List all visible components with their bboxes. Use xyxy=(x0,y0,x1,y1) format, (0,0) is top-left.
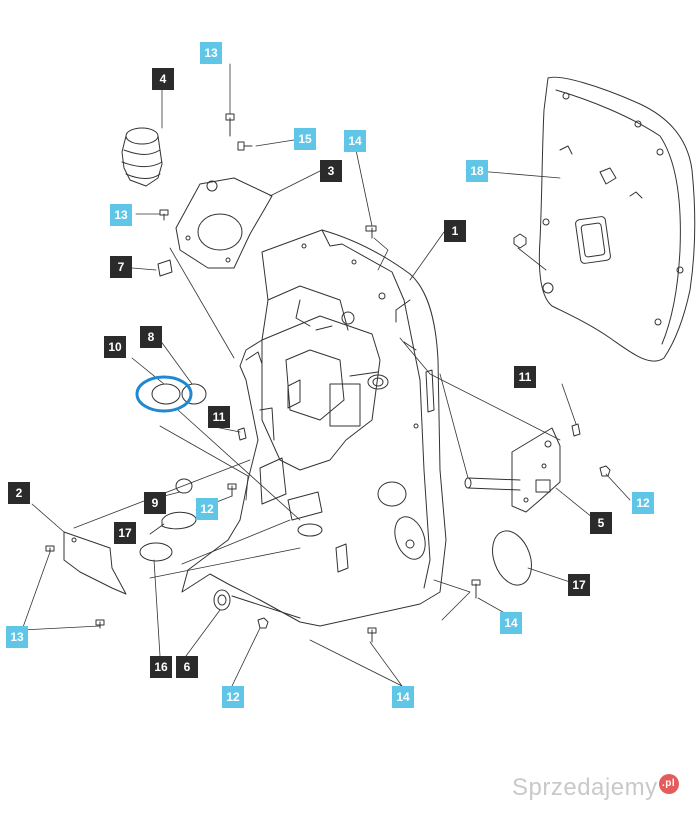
watermark: Sprzedajemy.pl xyxy=(512,774,679,802)
callout-3: 3 xyxy=(320,160,342,182)
callout-6: 6 xyxy=(176,656,198,678)
callout-15: 15 xyxy=(294,128,316,150)
callout-13-top: 13 xyxy=(200,42,222,64)
callout-11-right: 11 xyxy=(514,366,536,388)
nut-12-bottom xyxy=(257,617,269,629)
callout-2: 2 xyxy=(8,482,30,504)
part-6-grommet xyxy=(213,589,231,611)
part-3-upper-bracket xyxy=(175,177,273,269)
callout-9: 9 xyxy=(144,492,166,514)
part-11-clip-right xyxy=(571,423,581,437)
part-16-disc xyxy=(139,542,173,562)
clip-11-mid xyxy=(237,427,247,441)
part-4-rubber-boot xyxy=(121,127,163,187)
watermark-text: Sprzedajemy xyxy=(512,774,658,801)
part-17-oval-seal-right xyxy=(492,530,532,586)
callout-16: 16 xyxy=(150,656,172,678)
callout-14-bottom: 14 xyxy=(392,686,414,708)
callout-12-right: 12 xyxy=(632,492,654,514)
callout-12-bottom: 12 xyxy=(222,686,244,708)
part-5-hinge-bracket xyxy=(464,427,561,513)
callout-18: 18 xyxy=(466,160,488,182)
nut-1 xyxy=(513,233,527,249)
part-1-main-frame xyxy=(181,229,447,627)
leader-lines xyxy=(21,63,631,687)
callout-7: 7 xyxy=(110,256,132,278)
callout-8: 8 xyxy=(140,326,162,348)
part-18-backing-plate xyxy=(538,76,696,362)
callout-1: 1 xyxy=(444,220,466,242)
fasteners xyxy=(45,113,611,643)
part-2-side-cover xyxy=(63,531,127,595)
nut-12-right xyxy=(599,465,611,477)
callout-12-mid: 12 xyxy=(196,498,218,520)
highlight-ring xyxy=(135,375,193,413)
watermark-badge: .pl xyxy=(658,774,679,794)
callout-5: 5 xyxy=(590,512,612,534)
part-10-cap xyxy=(151,383,181,405)
part-7-knob xyxy=(157,259,173,277)
callout-13-bottom: 13 xyxy=(6,626,28,648)
callout-11-mid: 11 xyxy=(208,406,230,428)
callout-17-right: 17 xyxy=(568,574,590,596)
part-17-oval-seal-left xyxy=(161,511,197,530)
callout-17-left: 17 xyxy=(114,522,136,544)
callout-14-right: 14 xyxy=(500,612,522,634)
part-8-cap xyxy=(181,383,207,405)
callout-14-top: 14 xyxy=(344,130,366,152)
callout-10: 10 xyxy=(104,336,126,358)
callout-13-left: 13 xyxy=(110,204,132,226)
callout-4: 4 xyxy=(152,68,174,90)
part-9-grommet xyxy=(175,478,193,494)
